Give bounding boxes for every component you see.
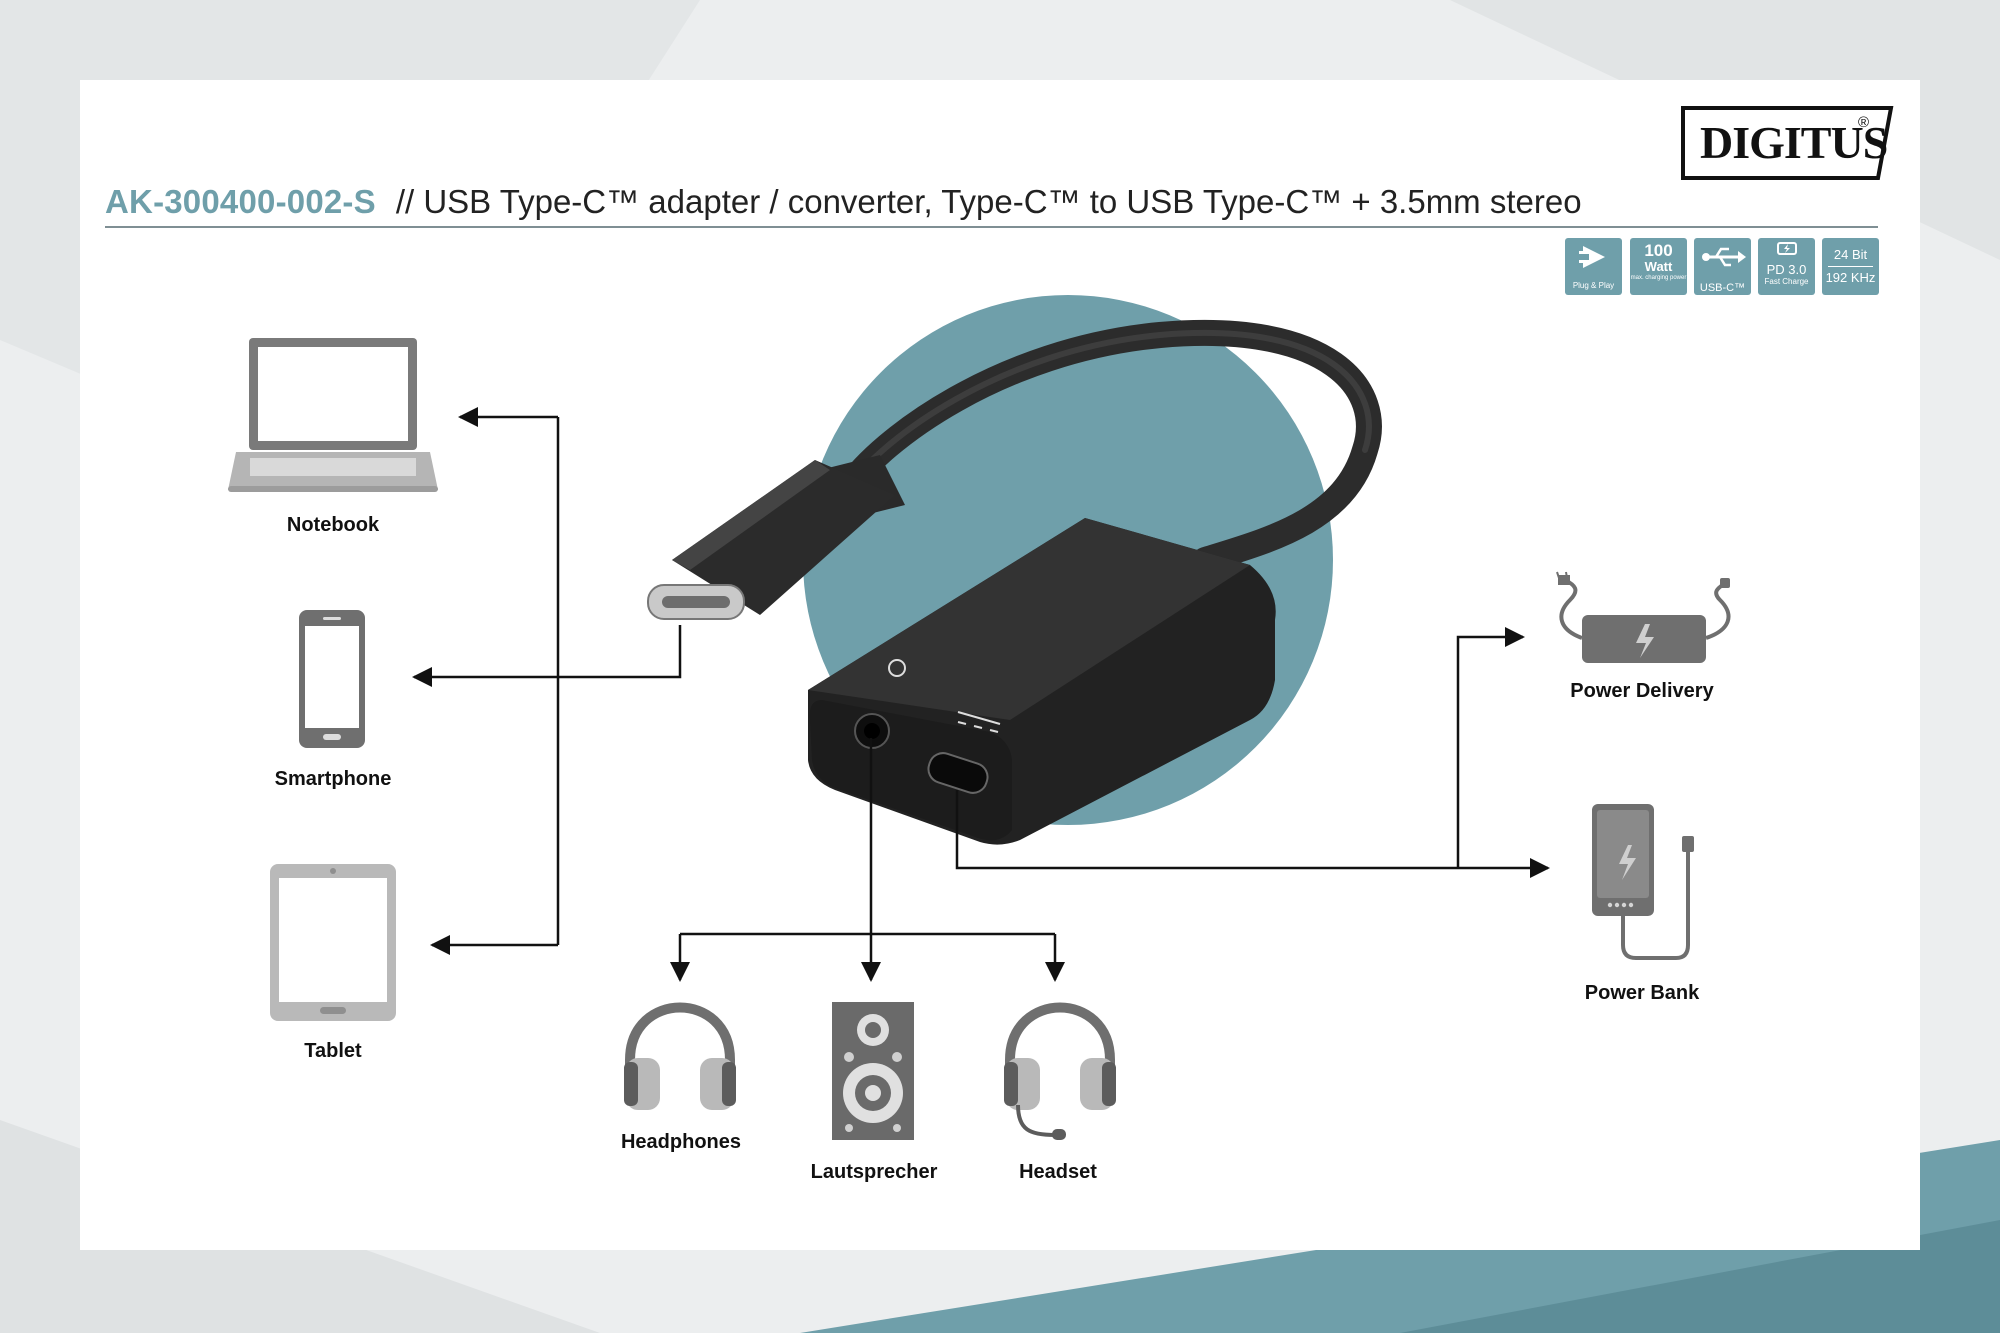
label-headset: Headset <box>1019 1161 1097 1183</box>
label-notebook: Notebook <box>286 514 380 536</box>
product-description: // USB Type-C™ adapter / converter, Type… <box>395 183 1582 220</box>
registered-mark: ® <box>1858 114 1870 131</box>
line-power-bank <box>955 790 1550 878</box>
adapter-product-image <box>647 320 1382 845</box>
power-delivery-icon <box>1556 571 1731 663</box>
label-power-bank: Power Bank <box>1584 982 1700 1004</box>
tablet-icon <box>270 864 396 1021</box>
badge-24-bit: 24 Bit 192 KHz <box>1822 238 1879 295</box>
headphones-icon <box>624 1002 736 1110</box>
brand-logo: DIGITUS <box>1700 117 1888 168</box>
notebook-icon <box>228 338 438 492</box>
title-divider <box>105 226 1878 228</box>
badge-plug-and-play: Plug & Play <box>1565 238 1622 295</box>
product-code: AK-300400-002-S <box>105 183 376 220</box>
badge-usb-c: USB-C™ <box>1694 238 1751 295</box>
line-power-delivery <box>1456 627 1525 868</box>
brand-logo-frame <box>1681 106 1894 180</box>
fast-charge-icon <box>1777 242 1797 255</box>
usb-icon <box>1702 247 1746 267</box>
badge-pd-3: PD 3.0 Fast Charge <box>1758 238 1815 295</box>
label-tablet: Tablet <box>304 1040 362 1062</box>
badge-100-watt: 100 Watt max. charging power <box>1630 238 1687 295</box>
speaker-icon <box>832 1002 914 1140</box>
label-smartphone: Smartphone <box>274 768 392 790</box>
page-title: AK-300400-002-S // USB Type-C™ adapter / … <box>105 180 1582 224</box>
label-speaker: Lautsprecher <box>810 1161 938 1183</box>
headset-icon <box>1004 1002 1116 1140</box>
smartphone-icon <box>299 610 365 748</box>
power-bank-icon <box>1592 804 1694 960</box>
line-smartphone <box>412 625 682 687</box>
label-headphones: Headphones <box>620 1131 742 1153</box>
label-power-delivery: Power Delivery <box>1570 680 1714 702</box>
plug-and-play-icon <box>1575 246 1605 268</box>
